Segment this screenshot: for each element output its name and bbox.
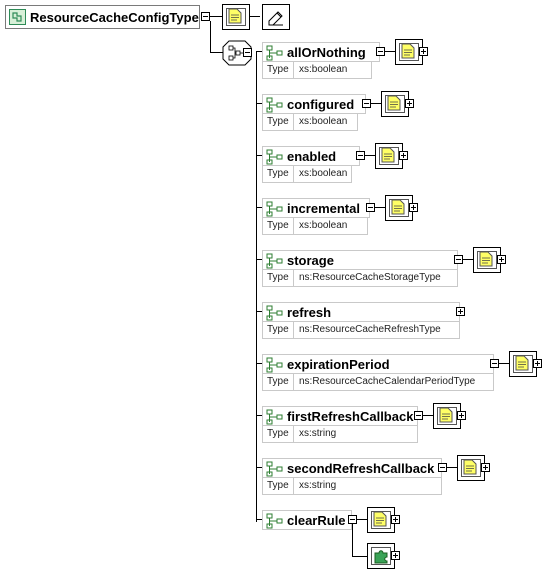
element-header[interactable]: allOrNothing (262, 42, 380, 62)
element-header[interactable]: firstRefreshCallback (262, 406, 418, 426)
documentation-expand-toggle[interactable] (497, 255, 506, 264)
element-icon (266, 149, 283, 165)
element-type-row: Type xs:boolean (262, 113, 358, 131)
collapse-toggle[interactable] (366, 203, 375, 212)
element-header[interactable]: clearRule (262, 510, 352, 530)
element-icon (266, 461, 283, 477)
type-key: Type (263, 166, 294, 182)
collapse-toggle[interactable] (376, 47, 385, 56)
annotation-pen-icon[interactable] (262, 4, 290, 30)
element-type-row: Type xs:boolean (262, 217, 368, 235)
documentation-expand-toggle[interactable] (457, 411, 466, 420)
type-value: xs:boolean (299, 220, 348, 231)
element-name: enabled (287, 149, 337, 164)
element-type-row: Type ns:ResourceCacheRefreshType (262, 321, 460, 339)
documentation-icon[interactable] (457, 455, 485, 481)
collapse-toggle[interactable] (490, 359, 499, 368)
documentation-icon[interactable] (385, 195, 413, 221)
element-icon (266, 253, 283, 269)
type-key: Type (263, 270, 294, 286)
element-icon (266, 409, 283, 425)
element-header[interactable]: enabled (262, 146, 360, 166)
type-key: Type (263, 114, 294, 130)
element-icon (266, 45, 283, 61)
element-name: allOrNothing (287, 45, 366, 60)
element-header[interactable]: secondRefreshCallback (262, 458, 442, 478)
element-name: configured (287, 97, 355, 112)
root-collapse-toggle[interactable] (201, 12, 210, 21)
type-key: Type (263, 426, 294, 442)
element-header[interactable]: storage (262, 250, 458, 270)
documentation-icon[interactable] (473, 247, 501, 273)
documentation-expand-toggle[interactable] (419, 47, 428, 56)
element-type-row: Type xs:boolean (262, 61, 372, 79)
element-type-row: Type xs:boolean (262, 165, 352, 183)
type-value: xs:boolean (299, 64, 348, 75)
documentation-expand-toggle[interactable] (405, 99, 414, 108)
element-icon (266, 201, 283, 217)
sequence-collapse-toggle[interactable] (243, 48, 252, 57)
puzzle-piece-icon[interactable] (367, 543, 395, 569)
element-type-row: Type ns:ResourceCacheCalendarPeriodType (262, 373, 494, 391)
collapse-toggle[interactable] (414, 411, 423, 420)
documentation-icon[interactable] (509, 351, 537, 377)
element-icon (266, 357, 283, 373)
documentation-icon[interactable] (367, 507, 395, 533)
element-type-row: Type xs:string (262, 425, 418, 443)
type-key: Type (263, 62, 294, 78)
element-name: firstRefreshCallback (287, 409, 414, 424)
documentation-icon[interactable] (433, 403, 461, 429)
element-type-row: Type xs:string (262, 477, 442, 495)
collapse-toggle[interactable] (356, 151, 365, 160)
documentation-icon[interactable] (395, 39, 423, 65)
element-icon (266, 305, 283, 321)
collapse-toggle[interactable] (438, 463, 447, 472)
element-name: clearRule (287, 513, 346, 528)
element-name: expirationPeriod (287, 357, 390, 372)
puzzle-expand-toggle[interactable] (391, 551, 400, 560)
expand-toggle[interactable] (456, 307, 465, 316)
type-value: ns:ResourceCacheRefreshType (299, 324, 441, 335)
documentation-expand-toggle[interactable] (533, 359, 542, 368)
type-value: xs:string (299, 428, 337, 439)
documentation-expand-toggle[interactable] (481, 463, 490, 472)
documentation-icon[interactable] (381, 91, 409, 117)
element-header[interactable]: configured (262, 94, 366, 114)
element-type-row: Type ns:ResourceCacheStorageType (262, 269, 458, 287)
documentation-expand-toggle[interactable] (391, 515, 400, 524)
element-name: refresh (287, 305, 332, 320)
root-documentation-icon[interactable] (222, 4, 250, 30)
type-value: ns:ResourceCacheStorageType (299, 272, 441, 283)
element-name: secondRefreshCallback (287, 461, 435, 476)
type-value: xs:string (299, 480, 337, 491)
type-value: ns:ResourceCacheCalendarPeriodType (299, 376, 476, 387)
documentation-expand-toggle[interactable] (409, 203, 418, 212)
type-key: Type (263, 322, 294, 338)
root-type-name: ResourceCacheConfigType (30, 10, 199, 25)
complex-type-icon (9, 9, 26, 25)
element-name: storage (287, 253, 334, 268)
type-value: xs:boolean (299, 168, 348, 179)
collapse-toggle[interactable] (454, 255, 463, 264)
type-key: Type (263, 478, 294, 494)
element-icon (266, 513, 283, 529)
element-icon (266, 97, 283, 113)
type-key: Type (263, 218, 294, 234)
element-header[interactable]: expirationPeriod (262, 354, 494, 374)
collapse-toggle[interactable] (362, 99, 371, 108)
documentation-icon[interactable] (375, 143, 403, 169)
element-header[interactable]: incremental (262, 198, 370, 218)
element-header[interactable]: refresh (262, 302, 460, 322)
sequence-compositor-icon[interactable] (222, 40, 252, 66)
type-value: xs:boolean (299, 116, 348, 127)
collapse-toggle[interactable] (348, 515, 357, 524)
type-key: Type (263, 374, 294, 390)
root-type-box[interactable]: ResourceCacheConfigType (5, 5, 200, 29)
documentation-expand-toggle[interactable] (399, 151, 408, 160)
element-name: incremental (287, 201, 360, 216)
